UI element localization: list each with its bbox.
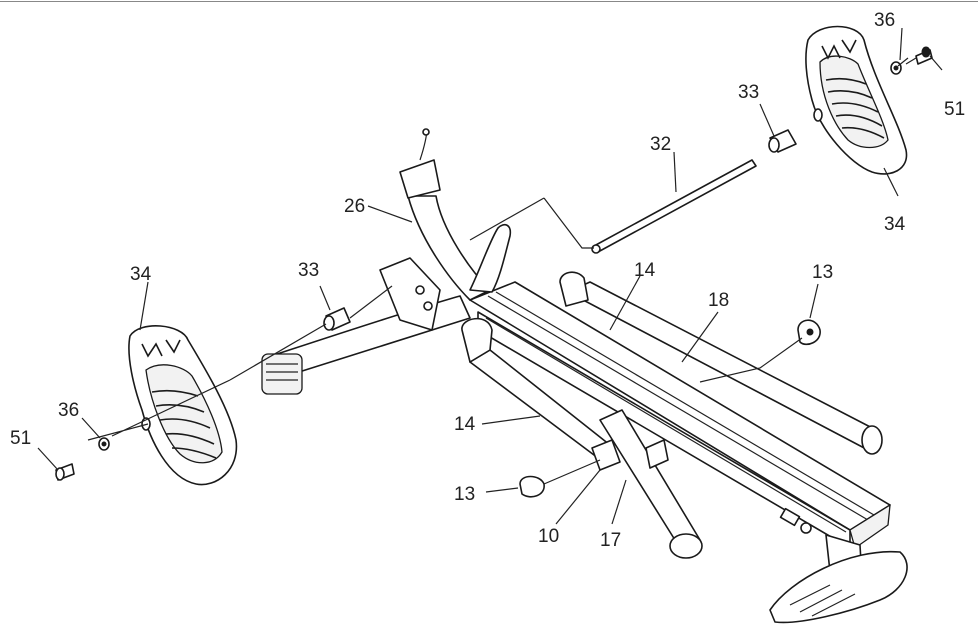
top-border-line [0, 1, 978, 2]
knob-13-right [797, 319, 821, 346]
label-26: 26 [344, 196, 365, 217]
label-17: 17 [600, 530, 621, 551]
label-13-right: 13 [812, 262, 833, 283]
front-leg-tube-18 [559, 271, 883, 455]
label-51-left: 51 [10, 428, 31, 449]
handle-tube-26 [399, 128, 512, 301]
pedal-34-left [128, 325, 238, 486]
main-rail-frame [469, 281, 891, 549]
label-51-right: 51 [944, 99, 965, 120]
label-14-bottom: 14 [454, 414, 476, 435]
label-34-left: 34 [130, 264, 152, 285]
label-34-right: 34 [884, 214, 906, 235]
label-33-right: 33 [738, 82, 759, 103]
label-33-left: 33 [298, 260, 319, 281]
label-32: 32 [650, 134, 671, 155]
rear-leg-tube-17 [599, 409, 703, 559]
label-13-left: 13 [454, 484, 475, 505]
pedal-34-right [805, 25, 908, 175]
label-36-right: 36 [874, 10, 895, 31]
label-10: 10 [538, 526, 559, 547]
leader-lines [37, 27, 943, 525]
rear-base-foot [769, 534, 908, 624]
axle-rod-32 [591, 159, 757, 254]
knob-13-left [519, 459, 601, 498]
bracket-10 [591, 439, 669, 471]
bolt-51-right [915, 46, 933, 65]
washer-36-left [98, 437, 110, 451]
label-14-top: 14 [634, 260, 656, 281]
left-crank-arm [261, 257, 471, 395]
label-18: 18 [708, 290, 729, 311]
bolt-51-left [55, 463, 75, 481]
label-36-left: 36 [58, 400, 79, 421]
part-labels: 36 51 33 32 34 26 33 34 14 18 13 36 51 1… [10, 10, 965, 551]
bushing-33-right [768, 129, 797, 153]
washer-36-right [890, 61, 902, 75]
bushing-33-left [323, 307, 351, 331]
